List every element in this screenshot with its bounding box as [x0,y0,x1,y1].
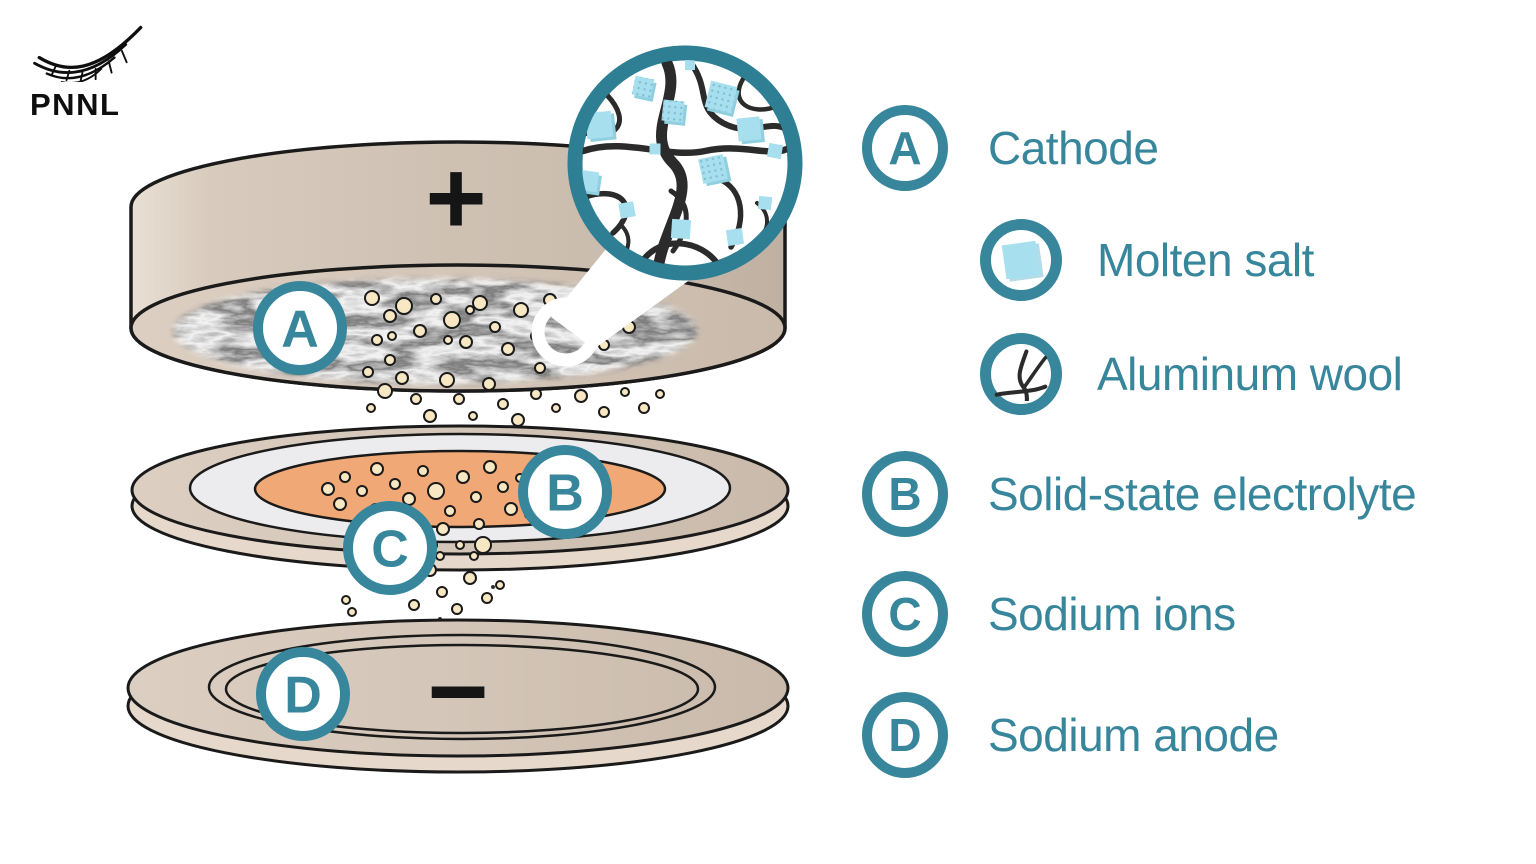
legend-badge-d-letter: D [888,709,922,761]
badge-a: A [253,281,347,375]
anode-groove-outer [207,633,717,741]
battery-exploded-diagram: + A [126,45,803,774]
aluminum-wool-glyph [994,349,1048,401]
legend-badge-c-letter: C [888,588,922,640]
legend-badge-a: A [862,105,948,191]
badge-c: C [343,501,437,595]
magnifier-lens [567,45,803,281]
molten-salt-square [1001,240,1041,280]
legend-label-sodium-anode: Sodium anode [988,709,1279,761]
legend-item-sodium-ions: C Sodium ions [862,571,1236,657]
legend-badge-d: D [862,692,948,778]
badge-d: D [256,647,350,741]
legend-label-molten-salt: Molten salt [1097,234,1314,286]
badge-c-letter: C [371,521,409,579]
anode-disc: − D [126,618,790,774]
legend-label-aluminum-wool: Aluminum wool [1097,348,1403,400]
badge-b-letter: B [546,465,584,523]
magnifier-source-ring [531,297,601,367]
legend-item-cathode: A Cathode [862,105,1159,191]
magnifier-lens-ring [567,45,803,281]
pnnl-logo: PNNL [30,20,170,123]
negative-terminal-label: − [427,633,488,750]
legend-label-electrolyte: Solid-state electrolyte [988,468,1417,520]
legend-badge-c: C [862,571,948,657]
positive-terminal-label: + [425,140,486,257]
pnnl-wordmark: PNNL [30,87,121,122]
badge-b: B [518,445,612,539]
electrolyte-disc: B [130,424,790,572]
legend-badge-a-letter: A [888,122,922,174]
aluminum-wool-icon [980,333,1062,415]
badge-a-letter: A [281,301,319,359]
legend-badge-b: B [862,451,948,537]
legend-label-cathode: Cathode [988,122,1159,174]
molten-salt-icon [980,219,1062,301]
legend-item-electrolyte: B Solid-state electrolyte [862,451,1417,537]
legend-item-sodium-anode: D Sodium anode [862,692,1279,778]
badge-d-letter: D [284,667,322,725]
molten-salt-cubes [582,60,784,247]
legend-item-molten-salt: Molten salt [980,219,1314,301]
legend-item-aluminum-wool: Aluminum wool [980,333,1403,415]
legend-label-sodium-ions: Sodium ions [988,588,1236,640]
legend-badge-b-letter: B [888,468,922,520]
anode-groove-inner [224,643,700,735]
